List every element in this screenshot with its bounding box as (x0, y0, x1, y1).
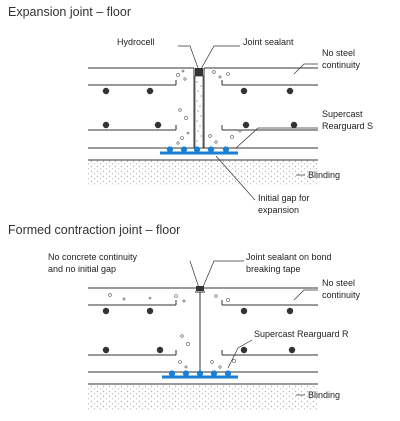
no-steel-continuity-label-line1: No steel (322, 48, 355, 58)
upper-reinforcement (88, 80, 318, 95)
sealant-bond-tape-label-line1: Joint sealant on bond (246, 252, 332, 262)
hydrocell-label: Hydrocell (117, 37, 155, 47)
aggregate-specks-top (176, 69, 242, 145)
joint-sealant-bond-tape (195, 286, 205, 293)
supercast-label-line2: Rearguard S (322, 121, 373, 131)
expansion-joint-title: Expansion joint – floor (8, 5, 131, 19)
lower-reinforcement-bottom (88, 346, 318, 356)
no-concrete-continuity-label-line2: and no initial gap (48, 264, 116, 274)
hydrocell-filler (194, 75, 204, 149)
leader-lines-top (178, 45, 318, 201)
leader-lines-bottom (189, 260, 318, 396)
supercast-rearguard-s-waterbar (160, 146, 238, 155)
expansion-joint-panel: Expansion joint – floor (8, 5, 373, 215)
joint-sealant (195, 68, 203, 76)
lower-reinforcement (88, 121, 318, 131)
blinding-layer-top (88, 159, 318, 186)
supercast-rearguard-r-label: Supercast Rearguard R (254, 329, 349, 339)
blinding-label-top: Blinding (308, 170, 340, 180)
supercast-label-line1: Supercast (322, 109, 363, 119)
no-concrete-continuity-label-line1: No concrete continuity (48, 252, 138, 262)
no-steel-continuity-label-line2: continuity (322, 60, 361, 70)
no-steel-continuity-bottom-line2: continuity (322, 290, 361, 300)
supercast-rearguard-r-waterbar (162, 370, 238, 379)
initial-gap-label-line2: expansion (258, 205, 299, 215)
no-steel-continuity-bottom-line1: No steel (322, 278, 355, 288)
joint-sealant-label: Joint sealant (243, 37, 294, 47)
sealant-bond-tape-label-line2: breaking tape (246, 264, 301, 274)
blinding-label-bottom: Blinding (308, 390, 340, 400)
blinding-layer-bottom (88, 383, 318, 410)
upper-reinforcement-bottom (88, 300, 318, 315)
aggregate-specks-bottom (108, 293, 236, 369)
hydrocell-texture (196, 81, 202, 142)
contraction-joint-title: Formed contraction joint – floor (8, 223, 180, 237)
contraction-joint-panel: Formed contraction joint – floor (8, 223, 361, 410)
initial-gap-label-line1: Initial gap for (258, 193, 310, 203)
